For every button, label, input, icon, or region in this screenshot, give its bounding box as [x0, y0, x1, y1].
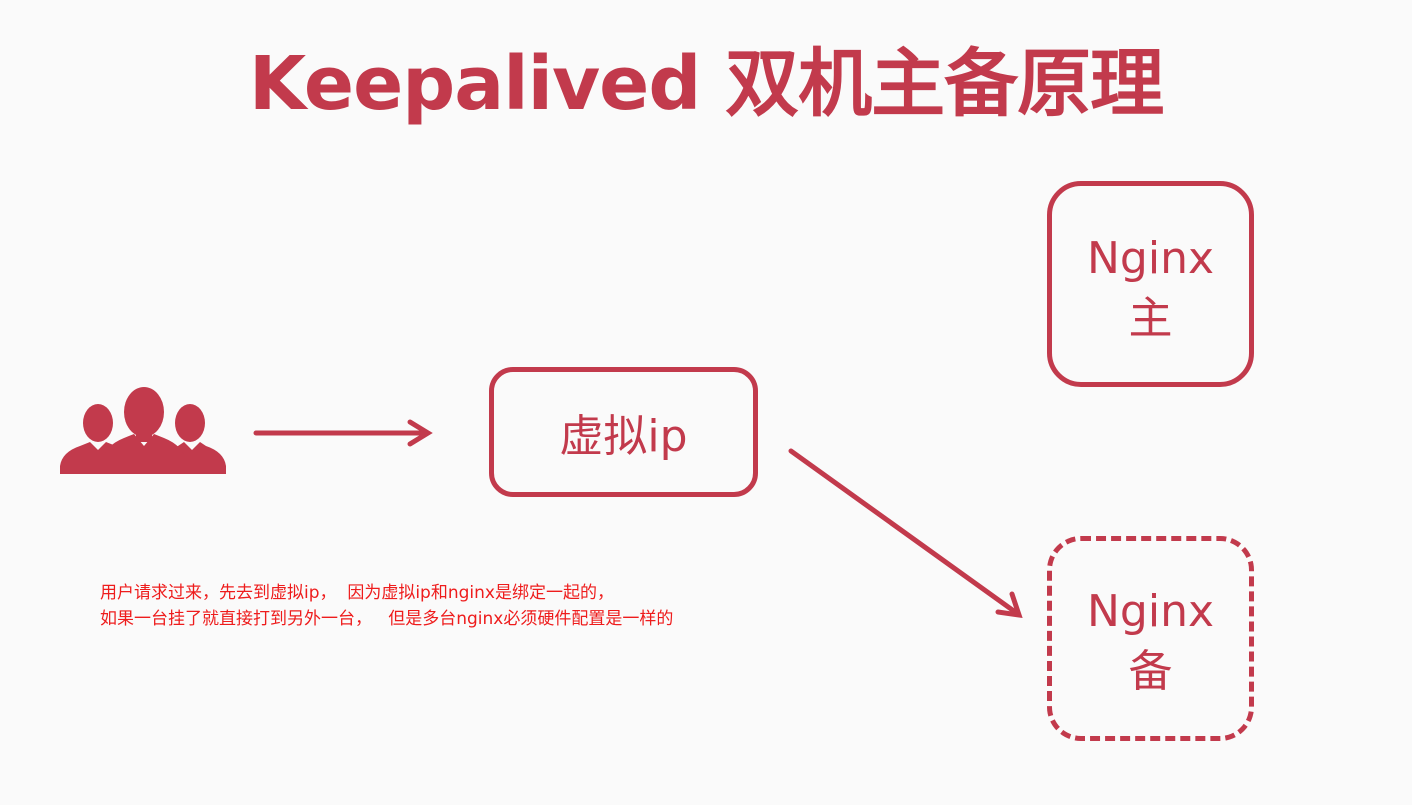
- nginx-main-role: 主: [1128, 293, 1173, 344]
- virtual-ip-label: 虚拟ip: [559, 411, 688, 462]
- users-group-icon: [60, 387, 226, 474]
- page-title: Keepalived 双机主备原理: [248, 41, 1164, 127]
- arrow-users-to-vip: [253, 419, 433, 447]
- annotation-line-2: 如果一台挂了就直接打到另外一台， 但是多台nginx必须硬件配置是一样的: [100, 609, 674, 629]
- annotation-note: 用户请求过来，先去到虚拟ip， 因为虚拟ip和nginx是绑定一起的， 如果一台…: [100, 580, 673, 632]
- nginx-main-box: Nginx 主: [1047, 181, 1254, 387]
- virtual-ip-box: 虚拟ip: [489, 367, 758, 497]
- arrow-vip-to-backup: [788, 448, 1023, 619]
- nginx-backup-name: Nginx: [1087, 585, 1214, 637]
- annotation-line-1: 用户请求过来，先去到虚拟ip， 因为虚拟ip和nginx是绑定一起的，: [100, 583, 614, 603]
- nginx-backup-box: Nginx 备: [1047, 536, 1254, 741]
- nginx-main-name: Nginx: [1087, 233, 1214, 284]
- nginx-backup-role: 备: [1128, 645, 1173, 697]
